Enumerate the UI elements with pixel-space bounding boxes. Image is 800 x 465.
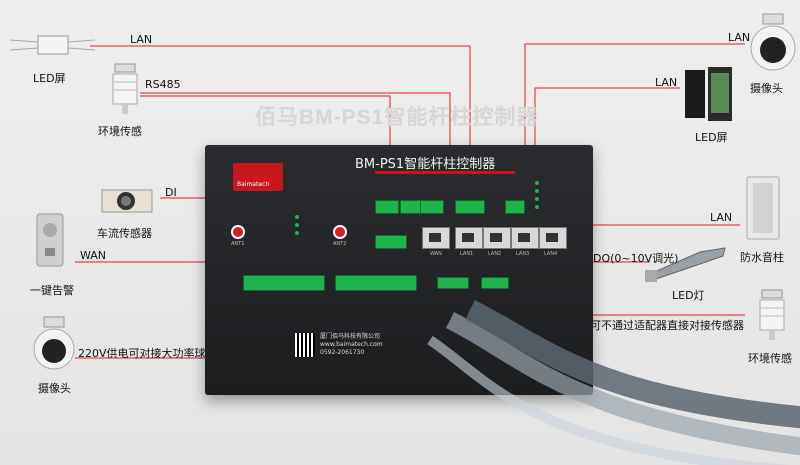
speaker-icon — [746, 176, 780, 240]
company-website: www.baimatech.com — [320, 341, 383, 348]
camera-left-label: 摄像头 — [38, 382, 71, 395]
terminal-ac-out-1 — [243, 275, 325, 291]
env-sensor-left-label: 环境传感 — [98, 125, 142, 138]
led-light-icon — [645, 247, 726, 282]
led-screen-right-label: LED屏 — [695, 131, 728, 144]
antenna-1-label: ANT1 — [231, 241, 245, 247]
do-label: DO(0~10V调光) — [593, 252, 679, 265]
company-info: 厦门佰马科技有限公司 www.baimatech.com 0592-206173… — [320, 333, 383, 357]
status-led — [295, 215, 299, 219]
port-lan2 — [483, 227, 511, 249]
status-led — [295, 231, 299, 235]
env-sensor-right-icon — [759, 289, 785, 340]
port-lan2-label: LAN2 — [488, 251, 502, 257]
camera-right-label: 摄像头 — [750, 82, 783, 95]
lan-speaker-label: LAN — [710, 211, 733, 224]
sensor-direct-label: 可不通过适配器直接对接传感器 — [590, 319, 744, 332]
led-light-label: LED灯 — [672, 289, 705, 302]
led-screen-right-icon — [685, 67, 732, 121]
brand-logo: Baimatech — [233, 163, 283, 191]
company-name: 厦门佰马科技有限公司 — [320, 333, 381, 340]
status-led — [535, 181, 539, 185]
env-sensor-left-icon — [112, 63, 138, 114]
port-lan4 — [539, 227, 567, 249]
wan-label: WAN — [80, 249, 107, 262]
port-lan1-label: LAN1 — [460, 251, 474, 257]
di-label: DI — [165, 186, 177, 199]
watermark-title: 佰马BM-PS1智能杆柱控制器 — [255, 106, 539, 129]
antenna-2-label: ANT2 — [333, 241, 347, 247]
lan-mid-right-label: LAN — [655, 76, 678, 89]
led-screen-left-label: LED屏 — [33, 72, 66, 85]
env-sensor-right-label: 环境传感 — [748, 352, 792, 365]
port-lan3 — [511, 227, 539, 249]
car-sensor-label: 车流传感器 — [97, 227, 152, 240]
terminal-power-in — [455, 200, 485, 214]
status-led — [535, 197, 539, 201]
terminal-io — [375, 235, 407, 249]
terminal-di — [420, 200, 444, 214]
brand-name: Baimatech — [237, 181, 270, 188]
cable-graphic — [427, 300, 800, 465]
rs485-label: RS485 — [145, 78, 181, 91]
controller-title: BM-PS1智能杆柱控制器 — [355, 157, 496, 172]
camera-left-icon — [33, 316, 75, 370]
antenna-1 — [233, 227, 243, 237]
status-led — [535, 189, 539, 193]
speaker-label: 防水音柱 — [740, 251, 784, 264]
port-lan1 — [455, 227, 483, 249]
port-wan — [422, 227, 450, 249]
led-screen-left-icon — [10, 35, 95, 55]
title-accent-bar — [375, 171, 515, 174]
antenna-2 — [335, 227, 345, 237]
status-led — [535, 205, 539, 209]
port-wan-label: WAN — [430, 251, 442, 257]
lan-top-left-label: LAN — [130, 33, 153, 46]
power-label: 220V供电可对接大功率球机 — [78, 347, 217, 360]
port-lan3-label: LAN3 — [516, 251, 530, 257]
port-lan4-label: LAN4 — [544, 251, 558, 257]
terminal-do — [505, 200, 525, 214]
car-sensor-icon — [101, 189, 153, 213]
camera-right-icon — [750, 13, 796, 71]
terminal-do-3 — [481, 277, 509, 289]
terminal-do-2 — [437, 277, 469, 289]
qr-code — [295, 333, 315, 357]
company-phone: 0592-2061730 — [320, 349, 365, 356]
status-led — [295, 223, 299, 227]
lan-top-right-label: LAN — [728, 31, 751, 44]
alarm-label: 一键告警 — [30, 284, 74, 297]
terminal-ac-out-2 — [335, 275, 417, 291]
alarm-icon — [36, 213, 64, 267]
terminal-rs485-a — [375, 200, 399, 214]
